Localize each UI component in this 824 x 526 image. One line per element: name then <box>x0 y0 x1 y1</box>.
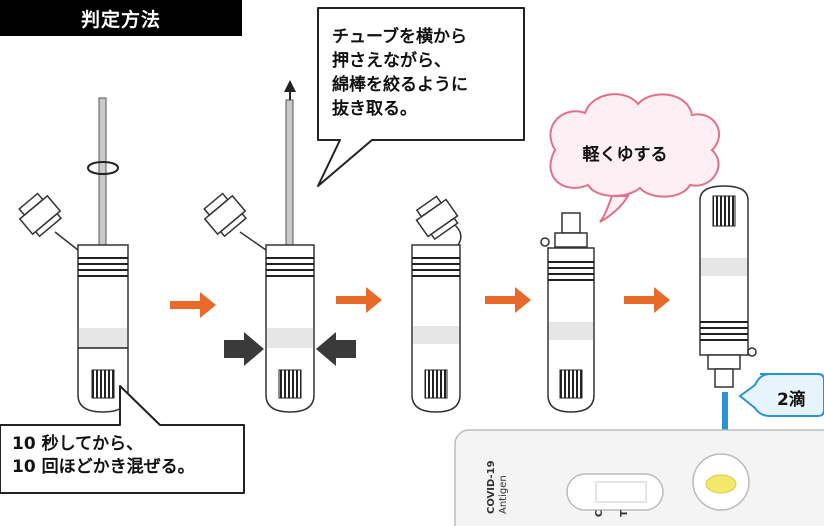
callout-squeeze-line: 抜き取る。 <box>332 99 417 119</box>
step3-tube <box>411 195 462 413</box>
test-cassette <box>454 429 824 526</box>
callout-mix-line: 10 回ほどかき混ぜる。 <box>12 457 195 477</box>
cassette-label-line1: COVID-19 <box>486 460 497 514</box>
callout-squeeze-line: チューブを横から <box>332 27 467 47</box>
callout-squeeze-text: チューブを横から 押さえながら、 綿棒を絞るように 抜き取る。 <box>332 25 522 121</box>
marker-c: C <box>594 509 606 518</box>
step-arrow-3 <box>485 287 531 313</box>
callout-shake-text: 軽くゆする <box>582 145 668 165</box>
callout-mix-line: 10 秒してから、 <box>12 434 144 454</box>
step5-tube <box>699 185 757 388</box>
callout-squeeze-bubble <box>317 7 525 187</box>
press-arrow-right <box>316 332 356 366</box>
callout-drops-tag <box>738 373 824 417</box>
step1-tube <box>18 97 129 413</box>
press-arrow-left <box>224 332 264 366</box>
step2-tube <box>203 80 315 413</box>
callout-squeeze-line: 押さえながら、 <box>332 51 451 71</box>
step-arrow-2 <box>336 287 382 313</box>
step4-tube <box>540 212 595 413</box>
callout-mix-bubble <box>0 385 245 494</box>
step-arrow-4 <box>624 287 670 313</box>
section-title: 判定方法 <box>0 0 242 36</box>
cassette-label-line2: Antigen <box>498 475 509 514</box>
callout-mix-text: 10 秒してから、 10 回ほどかき混ぜる。 <box>12 433 242 479</box>
callout-shake-cloud <box>549 93 721 223</box>
callout-squeeze-line: 綿棒を絞るように <box>332 75 468 95</box>
section-title-text: 判定方法 <box>80 8 161 31</box>
marker-t: T <box>618 510 630 517</box>
step-arrow-1 <box>170 292 216 318</box>
callout-drops-text: 2滴 <box>777 390 806 410</box>
